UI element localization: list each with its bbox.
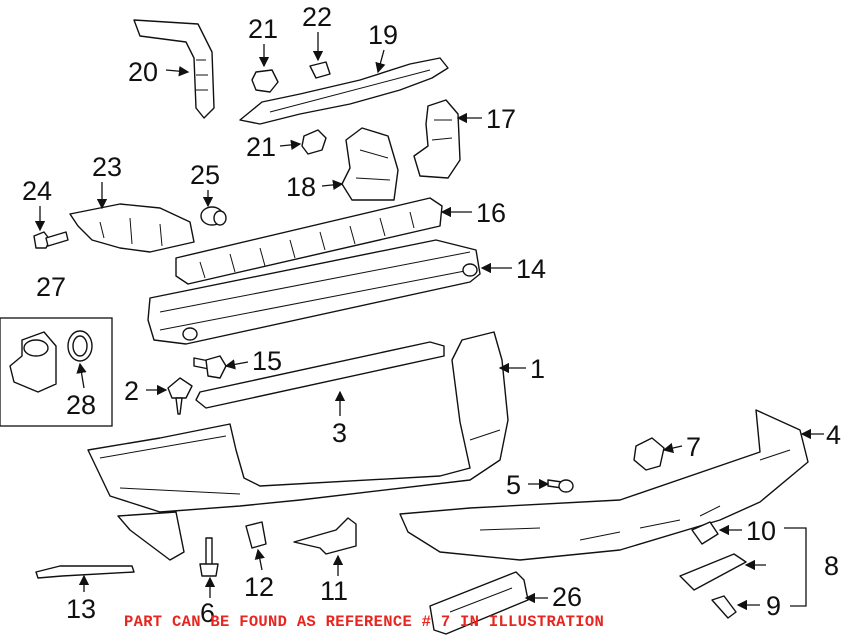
callout-8: 8 [824, 551, 839, 581]
part-22-clip [309, 61, 331, 79]
part-18-bracket-left [341, 127, 399, 201]
callout-7: 7 [686, 432, 701, 462]
callout-4: 4 [826, 420, 841, 450]
part-21-nut-lower [301, 129, 327, 155]
part-lower-left-extension [117, 511, 185, 561]
part-11-bracket [293, 517, 357, 555]
callout-3: 3 [332, 418, 347, 448]
callout-27: 27 [36, 272, 66, 302]
part-1-bumper-cover [87, 331, 509, 513]
callout-21-lower: 21 [246, 132, 276, 162]
part-23-side-bracket [69, 203, 195, 253]
part-24-bolt [33, 231, 69, 249]
callout-28: 28 [66, 390, 96, 420]
callout-19: 19 [368, 20, 398, 50]
part-7-bracket [633, 437, 665, 471]
callout-2: 2 [124, 376, 139, 406]
callout-23: 23 [92, 152, 122, 182]
leader-lines [34, 32, 824, 611]
callout-9: 9 [766, 591, 781, 621]
part-9-clip [711, 595, 737, 619]
part-16-energy-absorber [175, 197, 443, 285]
callout-1: 1 [530, 354, 545, 384]
part-12-clip [245, 521, 267, 549]
callout-24: 24 [22, 176, 52, 206]
part-27-sensor-box [0, 317, 113, 427]
callout-11: 11 [320, 576, 348, 606]
callout-16: 16 [476, 198, 506, 228]
callout-labels: 20 21 22 19 21 17 18 23 24 25 16 14 27 1… [22, 2, 841, 628]
part-15-bolt [193, 355, 227, 379]
part-5-screw [547, 479, 574, 493]
callout-17: 17 [486, 104, 516, 134]
part-17-bracket-right [413, 99, 461, 179]
callout-22: 22 [302, 2, 332, 32]
callout-20: 20 [128, 57, 158, 87]
callout-10: 10 [746, 516, 776, 546]
part-25-grommet [200, 206, 227, 226]
callout-26: 26 [552, 582, 582, 612]
part-3-molding [195, 341, 445, 409]
part-13-reflector [35, 565, 135, 579]
part-14-bumper-beam [147, 239, 481, 345]
part-6-stud [199, 537, 219, 577]
part-10-cap [691, 521, 719, 545]
reference-caption: PART CAN BE FOUND AS REFERENCE # 7 IN IL… [124, 613, 604, 631]
callout-15: 15 [252, 346, 282, 376]
callout-13: 13 [66, 594, 96, 624]
callout-18: 18 [286, 172, 316, 202]
part-20-bracket [133, 19, 215, 119]
part-21-nut-upper [251, 69, 279, 93]
callout-21-upper: 21 [248, 14, 278, 44]
part-8-trim [679, 553, 747, 591]
callout-6: 6 [200, 598, 215, 628]
callout-5: 5 [506, 470, 521, 500]
part-4-lower-cover [399, 409, 809, 561]
callout-12: 12 [244, 572, 274, 602]
callout-25: 25 [190, 160, 220, 190]
part-2-pin [167, 377, 193, 415]
callout-14: 14 [516, 254, 546, 284]
part-19-reinforcement [239, 57, 449, 125]
